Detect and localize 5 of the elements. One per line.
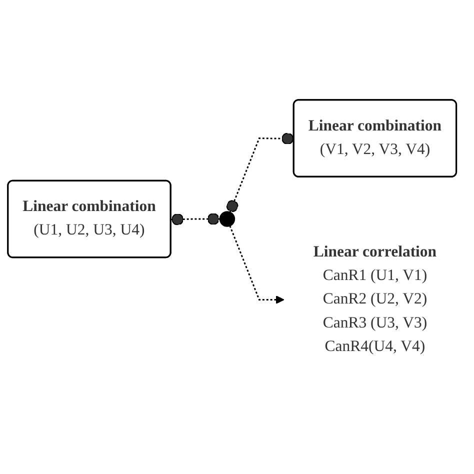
connector — [226, 133, 294, 213]
connector — [171, 213, 220, 226]
node-text: Linear correlation CanR1 (U1, V1) CanR2 (U2, V2) CanR3 (U3, V3) CanR4(U4, V4) — [313, 244, 437, 356]
node-circle — [219, 211, 236, 228]
arrow — [229, 226, 284, 304]
